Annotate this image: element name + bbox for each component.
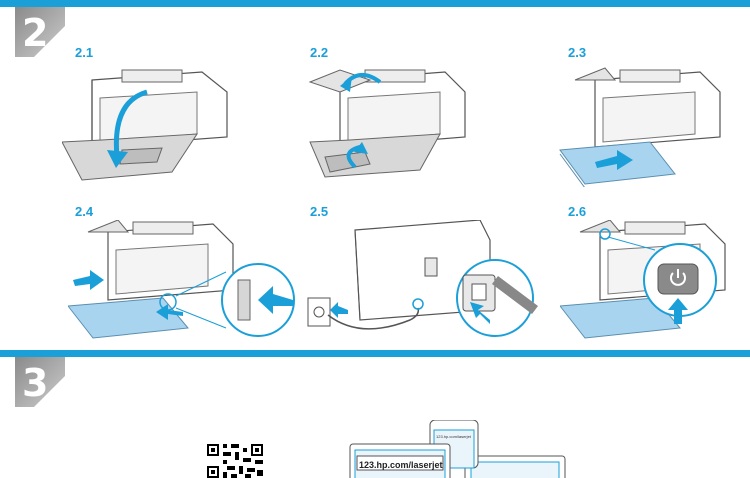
- illustration-step-2-5: [300, 220, 538, 345]
- section-2-rule: [0, 0, 750, 7]
- step-label-2-5: 2.5: [310, 204, 329, 219]
- qr-code: [207, 440, 267, 478]
- illustration-step-2-6: [560, 220, 730, 345]
- devices-illustration: [345, 420, 570, 478]
- illustration-step-2-2: [300, 62, 470, 187]
- power-icon: [670, 269, 686, 286]
- phone-url-text: 123.hp.com/laserjet: [436, 434, 471, 439]
- illustration-step-2-4: [68, 220, 295, 345]
- setup-url-text: 123.hp.com/laserjet: [359, 460, 443, 470]
- section-2-number: 2: [22, 11, 49, 55]
- step-label-2-2: 2.2: [310, 45, 329, 60]
- step-label-2-3: 2.3: [568, 45, 587, 60]
- step-label-2-1: 2.1: [75, 45, 94, 60]
- illustration-step-2-3: [555, 62, 725, 187]
- step-label-2-6: 2.6: [568, 204, 587, 219]
- section-3-number: 3: [22, 361, 49, 405]
- section-3-rule: [0, 350, 750, 357]
- step-label-2-4: 2.4: [75, 204, 94, 219]
- illustration-step-2-1: [62, 62, 232, 187]
